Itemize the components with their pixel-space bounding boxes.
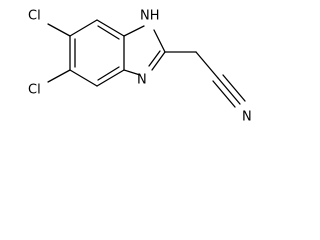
bond-c2-n3 — [151, 51, 166, 71]
molecule-structure-diagram: Cl Cl NH N N — [28, 9, 252, 125]
double-bond-c3a-c7 — [97, 25, 120, 40]
double-bond-c2-n3 — [148, 50, 161, 67]
bond-n1-c2 — [153, 29, 166, 53]
bond-c5-cl — [47, 69, 71, 83]
nitrile-triple-bond — [212, 74, 246, 108]
bond-c5-c6 — [69, 69, 98, 87]
nitrile-nitrogen-label: N — [242, 110, 252, 125]
bond-c7-c4 — [69, 19, 98, 37]
imine-nitrogen-label: N — [137, 73, 147, 88]
bond-c6-c7a — [96, 69, 125, 87]
triple-bond-center — [217, 77, 241, 105]
chlorine-atom-label-top: Cl — [28, 9, 41, 24]
benzene-ring — [69, 19, 125, 87]
bond-c4-cl — [47, 23, 71, 37]
nh-atom-label: NH — [140, 9, 160, 24]
bond-c3a-c7 — [96, 19, 125, 37]
bond-n3-c7a — [123, 69, 141, 76]
bond-c3a-n1 — [123, 25, 145, 37]
double-bond-c6-c7a — [97, 66, 120, 81]
bond-ch2-cn — [195, 51, 219, 79]
chlorine-atom-label-bottom: Cl — [28, 83, 41, 98]
substituent-bonds — [47, 23, 219, 83]
triple-bond-right — [222, 74, 246, 102]
triple-bond-left — [212, 80, 236, 108]
imidazole-ring — [123, 25, 166, 76]
